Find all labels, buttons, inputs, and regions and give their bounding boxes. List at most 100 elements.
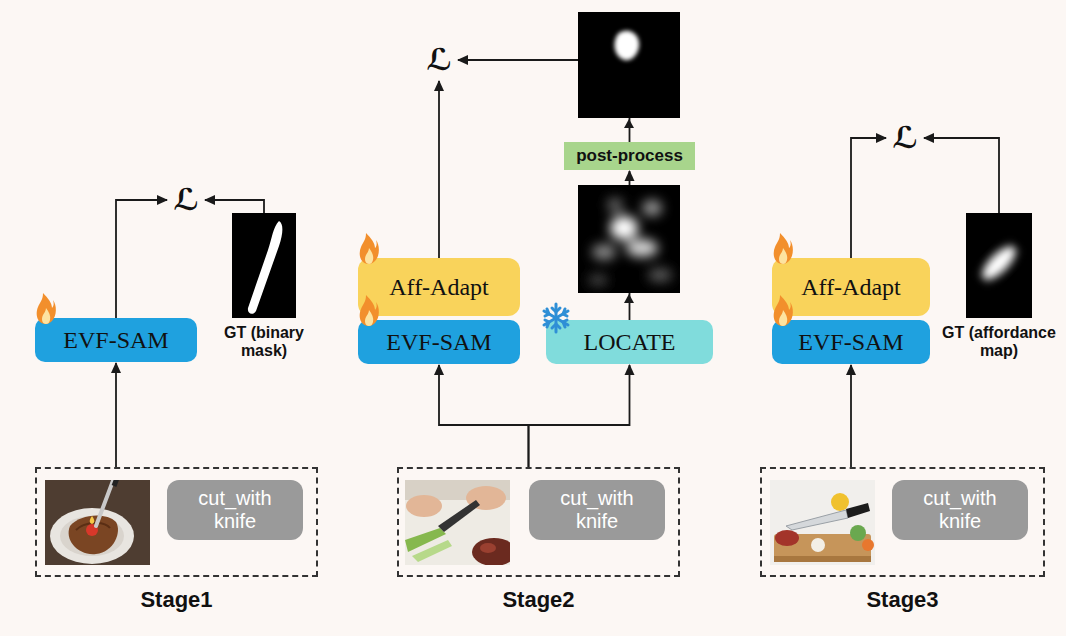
input-group: Stage2cut_with knife [397, 467, 680, 577]
box-label: Aff-Adapt [801, 274, 901, 301]
snowflake-icon-part [544, 311, 568, 325]
loss-label: ℒ [426, 45, 452, 75]
loss-label: ℒ [892, 123, 918, 153]
input-group: Stage3cut_with knife [760, 467, 1045, 577]
heatmap-image-part-part [592, 244, 616, 260]
heatmap-image-part-part [642, 200, 662, 216]
connector-arrow [529, 365, 630, 467]
photo-knife-board-part [850, 525, 866, 541]
snowflake-icon-part [552, 308, 560, 328]
connector-arrow [116, 200, 167, 318]
snowflake-icon [544, 304, 568, 332]
photo-cutting-part [406, 495, 442, 517]
photo-toast-part [114, 480, 120, 486]
snowflake-icon-part [544, 311, 568, 325]
box-label: cut_with knife [906, 487, 1014, 533]
loss-symbol: ℒ [889, 118, 921, 158]
photo-toast-part [50, 508, 134, 564]
adapter-box: Aff-Adapt [358, 258, 520, 316]
flame-icon [360, 233, 379, 264]
photo-knife-board-part [770, 480, 875, 565]
box-label: EVF-SAM [386, 329, 491, 356]
connector-arrow [438, 81, 440, 258]
photo-knife-board-part [774, 556, 871, 562]
photo-knife-board-part [811, 538, 825, 552]
heatmap-image-part-part [610, 216, 638, 240]
connector-arrow [850, 365, 852, 467]
photo-toast [45, 480, 150, 565]
box-label: EVF-SAM [63, 327, 168, 354]
heatmap-image-part [588, 198, 672, 286]
frozen-model-box: LOCATE [546, 320, 713, 364]
photo-knife-board-part [862, 539, 874, 551]
ground-truth-box: GT (binary mask) [232, 213, 296, 318]
process-box: post-process [564, 142, 695, 170]
photo-toast-part [96, 480, 114, 526]
adapter-box: Aff-Adapt [772, 258, 930, 316]
photo-knife-board-part [786, 510, 848, 530]
connector-arrow [851, 138, 886, 258]
heatmap-image [578, 185, 680, 293]
connector-arrow [205, 200, 264, 213]
flame-icon [774, 233, 793, 264]
connector-arrow [115, 363, 117, 467]
prompt-box: cut_with knife [529, 480, 665, 540]
ground-truth-label: GT (binary mask) [204, 324, 324, 361]
affordance-map-image-part [977, 241, 1021, 285]
photo-toast-part [60, 516, 124, 556]
photo-cutting-part [480, 543, 496, 553]
mask-image-part [578, 12, 680, 118]
heatmap-image-part [578, 185, 680, 293]
arrow-head [624, 294, 634, 303]
loss-label: ℒ [173, 185, 199, 215]
model-box: EVF-SAM [35, 318, 197, 362]
connector-arrow [924, 138, 999, 213]
input-group: Stage1cut_with knife [35, 467, 318, 577]
photo-cutting [405, 480, 510, 565]
box-label: LOCATE [584, 329, 676, 356]
box-label: EVF-SAM [798, 329, 903, 356]
binary-mask-image-part [248, 221, 282, 314]
binary-mask-image-part [232, 213, 296, 318]
photo-cutting-part [438, 500, 480, 532]
box-label: cut_with knife [181, 487, 289, 533]
affordance-map-image-part-part [977, 241, 1021, 285]
photo-cutting-part [472, 538, 510, 565]
photo-cutting-part [412, 540, 452, 562]
photo-knife-board-part [831, 493, 849, 511]
loss-symbol: ℒ [170, 180, 202, 220]
flame-icon [774, 295, 793, 326]
box-label: post-process [576, 146, 683, 166]
stage-label: Stage1 [140, 587, 212, 613]
photo-toast-part [90, 516, 95, 524]
prompt-box: cut_with knife [167, 480, 303, 540]
loss-symbol: ℒ [423, 40, 455, 80]
ground-truth-label: GT (affordance map) [939, 324, 1059, 361]
ground-truth-box: GT (affordance map) [966, 213, 1032, 318]
heatmap-image-part-part [588, 274, 608, 286]
photo-knife-board [770, 480, 875, 565]
affordance-map-image-part [966, 213, 1032, 318]
photo-knife-board-part [846, 503, 870, 518]
box-label: Aff-Adapt [389, 274, 489, 301]
box-label: cut_with knife [543, 487, 651, 533]
stage-label: Stage2 [502, 587, 574, 613]
arrow-head [624, 119, 634, 128]
snowflake-icon-part [555, 304, 558, 332]
model-box: EVF-SAM [358, 320, 520, 364]
mask-image-part [615, 31, 640, 60]
photo-knife-board-part [775, 530, 799, 546]
heatmap-image-part-part [607, 198, 623, 212]
snowflake-icon-part [545, 309, 567, 327]
flame-icon [360, 295, 379, 326]
heatmap-image-part-part [626, 239, 658, 257]
snowflake-icon-part [545, 309, 567, 327]
prompt-box: cut_with knife [892, 480, 1028, 540]
connector-arrow [439, 365, 529, 467]
model-box: EVF-SAM [772, 320, 930, 364]
binary-mask-image [232, 213, 296, 318]
stage-label: Stage3 [866, 587, 938, 613]
affordance-map-image [966, 213, 1032, 318]
photo-toast-part [69, 516, 118, 555]
